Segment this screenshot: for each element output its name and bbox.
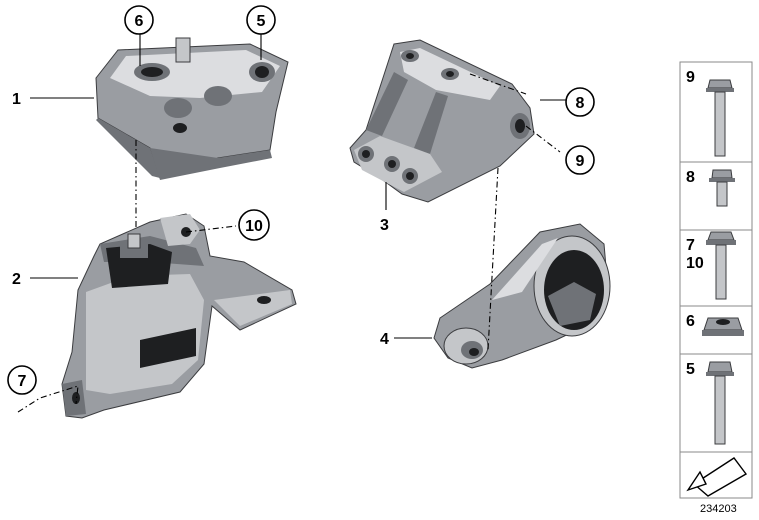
upper-mount-bracket — [95, 37, 289, 180]
callout-8-label: 8 — [576, 95, 585, 112]
callout-5: 5 — [246, 5, 276, 35]
assembly-lines — [17, 73, 561, 413]
gearbox-bracket — [349, 39, 535, 203]
engine-mount — [61, 213, 297, 419]
legend-label-7: 7 — [686, 237, 695, 254]
legend-label-9: 9 — [686, 69, 695, 86]
callout-7-label: 7 — [18, 373, 27, 390]
torx-bolt-icon — [706, 361, 734, 445]
callout-6-label: 6 — [135, 13, 144, 30]
legend-label-8: 8 — [686, 169, 695, 186]
callout-1: 1 — [12, 91, 21, 108]
hex-flange-bolt-icon — [706, 231, 736, 300]
callout-10-label: 10 — [245, 218, 263, 235]
callout-7: 7 — [7, 365, 37, 395]
diagram-code: 234203 — [700, 503, 737, 515]
fastener-legend: 9 8 7 10 6 5 — [679, 61, 753, 499]
callout-2: 2 — [12, 271, 21, 288]
legend-label-10: 10 — [686, 255, 704, 272]
callout-4: 4 — [380, 331, 389, 348]
legend-label-6: 6 — [686, 313, 695, 330]
torque-rod — [433, 223, 611, 369]
callout-8: 8 — [565, 87, 595, 117]
callout-6: 6 — [124, 5, 154, 35]
short-flange-bolt-icon — [709, 169, 735, 207]
callout-3: 3 — [380, 217, 389, 234]
flange-nut-icon — [702, 317, 744, 336]
callout-9-label: 9 — [576, 153, 585, 170]
callout-5-label: 5 — [257, 13, 266, 30]
long-flange-bolt-icon — [706, 79, 734, 157]
leader-lines — [30, 34, 566, 339]
callout-9: 9 — [565, 145, 595, 175]
arrow-down-left-icon — [686, 457, 748, 497]
callout-10: 10 — [238, 209, 270, 241]
legend-label-5: 5 — [686, 361, 695, 378]
